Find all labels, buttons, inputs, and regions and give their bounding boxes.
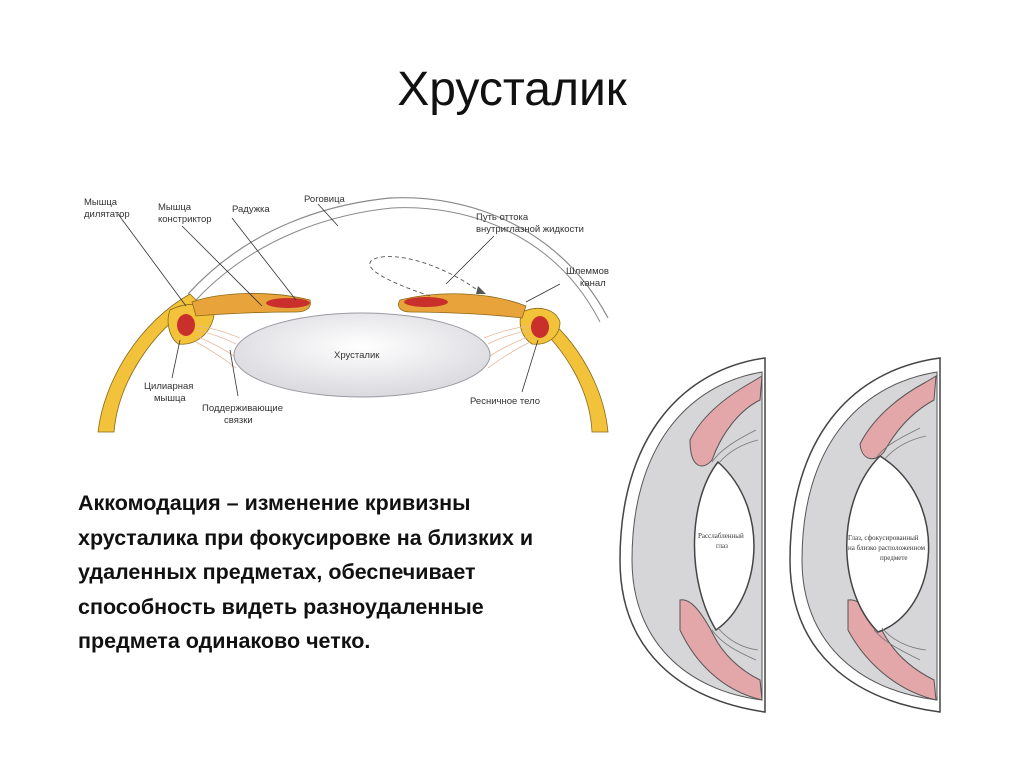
label-focused-3: предмете: [880, 554, 908, 562]
label-focused-2: на близко расположенном: [848, 544, 926, 552]
label-focused-1: Глаз, сфокусированный: [848, 534, 919, 542]
label-relaxed-1: Расслабленный: [698, 532, 744, 540]
relaxed-eye: Расслабленный глаз: [620, 358, 765, 720]
label-relaxed-2: глаз: [716, 542, 728, 550]
focused-eye: Глаз, сфокусированный на близко располож…: [790, 358, 940, 712]
